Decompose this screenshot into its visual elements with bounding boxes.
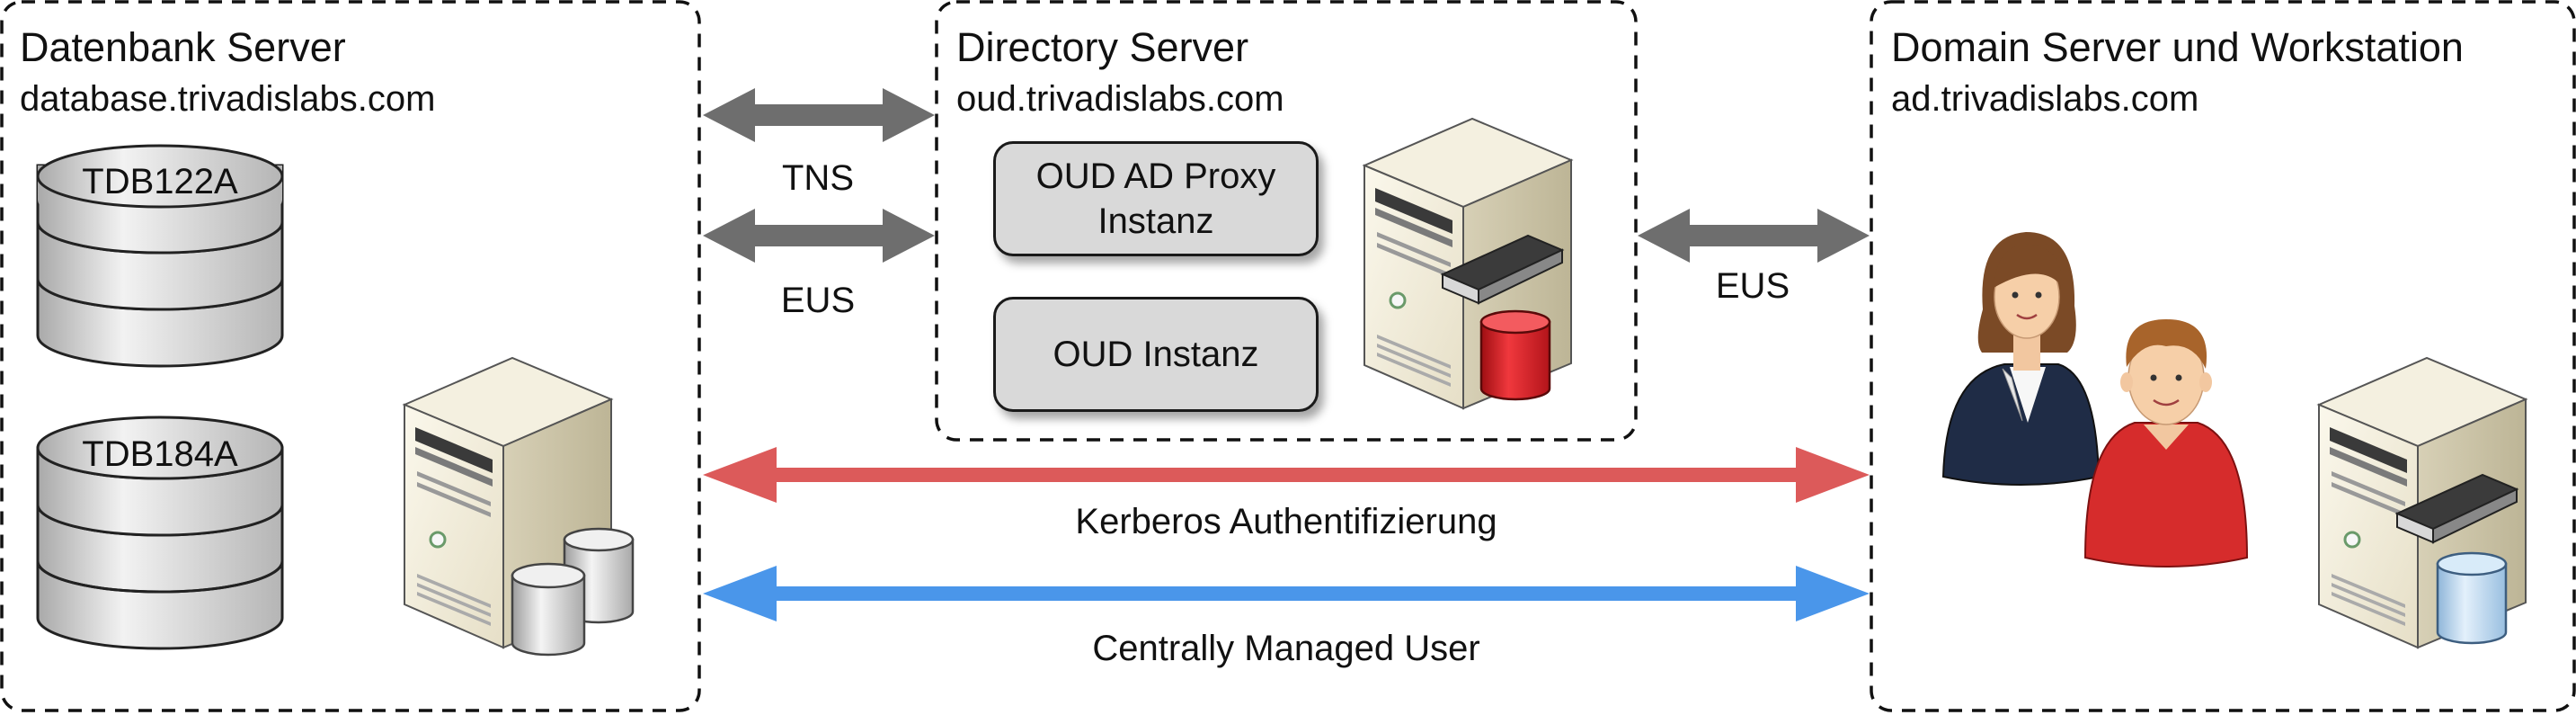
eus-right-arrow — [1638, 209, 1870, 263]
datenbank-server-host: database.trivadislabs.com — [20, 79, 436, 119]
oud-instance-label: OUD Instanz — [1053, 335, 1259, 374]
eus-left-arrow — [703, 209, 935, 263]
oud-ad-proxy-instance-box: OUD AD Proxy Instanz — [993, 141, 1319, 256]
domain-server-box — [1870, 0, 2576, 712]
tns-arrow — [703, 88, 935, 142]
datenbank-server-box — [0, 0, 701, 712]
cmu-arrow — [703, 566, 1870, 621]
datenbank-server-title: Datenbank Server — [20, 24, 346, 70]
eus-left-label: EUS — [780, 281, 856, 320]
database-stack-tdb184a-icon — [36, 416, 284, 650]
domain-server-title: Domain Server und Workstation — [1891, 24, 2464, 70]
database-server-icon — [403, 356, 635, 657]
cmu-label: Centrally Managed User — [1092, 629, 1480, 668]
man-user-icon — [2083, 319, 2249, 568]
domain-server-icon — [2317, 356, 2527, 649]
directory-server-host: oud.trivadislabs.com — [956, 79, 1284, 119]
oud-ad-proxy-instance-label: OUD AD Proxy Instanz — [1035, 156, 1276, 241]
directory-server-box — [935, 0, 1638, 442]
directory-server-icon — [1363, 117, 1573, 410]
eus-right-label: EUS — [1715, 266, 1790, 306]
database-label-tdb122a: TDB122A — [82, 162, 238, 201]
database-label-tdb184a: TDB184A — [82, 434, 238, 474]
tns-label: TNS — [782, 158, 854, 198]
woman-user-icon — [1941, 232, 2101, 486]
directory-server-title: Directory Server — [956, 24, 1249, 70]
domain-server-host: ad.trivadislabs.com — [1891, 79, 2199, 119]
database-stack-tdb122a-icon — [36, 144, 284, 368]
kerberos-arrow — [703, 447, 1870, 503]
kerberos-label: Kerberos Authentifizierung — [1075, 502, 1497, 541]
oud-instance-box: OUD Instanz — [993, 297, 1319, 412]
